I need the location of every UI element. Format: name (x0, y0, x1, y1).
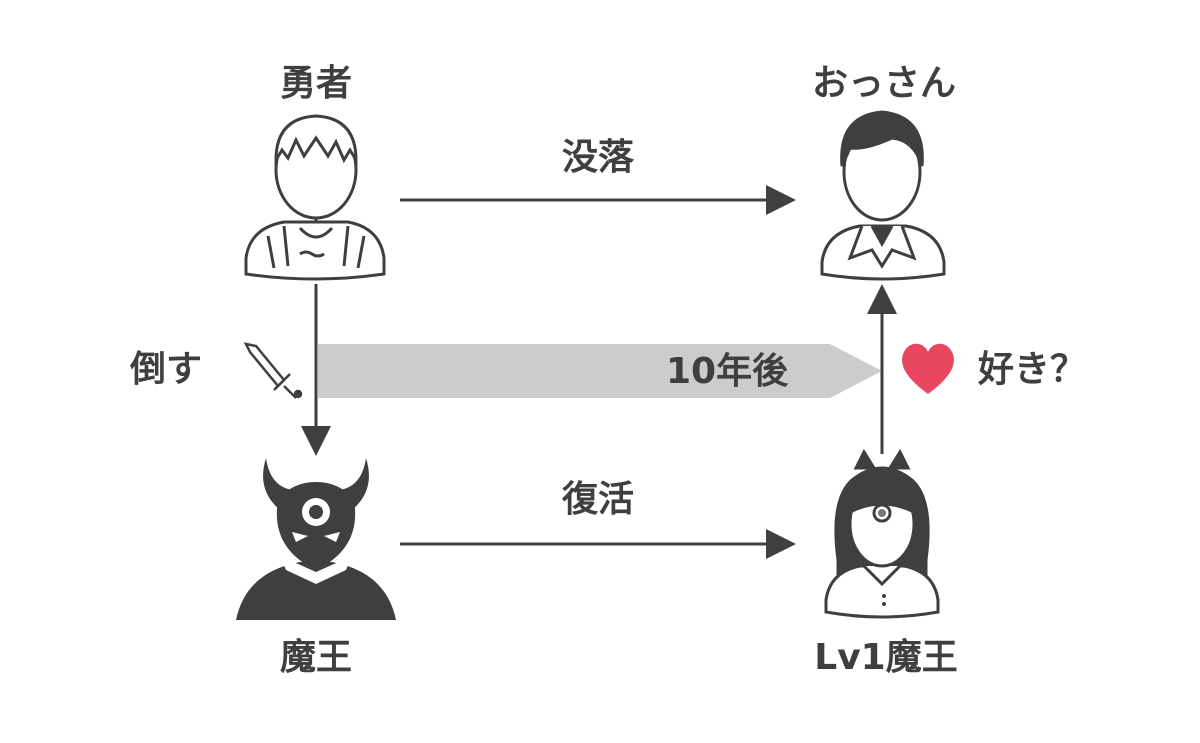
lv1-demon-king-label: Lv1魔王 (814, 637, 958, 678)
timeline-arrow-band (318, 344, 882, 398)
revive-label: 復活 (561, 479, 635, 520)
demon-king-label: 魔王 (279, 637, 353, 678)
hero-label: 勇者 (279, 63, 353, 104)
ossan-avatar-icon (820, 110, 946, 281)
lv1-demon-king-icon (824, 448, 940, 619)
love-label: 好き？ (978, 349, 1087, 390)
heart-icon (902, 343, 954, 394)
timeline-label: 10年後 (666, 351, 789, 392)
decline-label: 没落 (561, 137, 635, 178)
defeat-label: 倒す (130, 349, 203, 390)
hero-avatar-icon (244, 114, 386, 281)
sword-icon (243, 342, 303, 399)
ossan-label: おっさん (811, 63, 957, 104)
demon-king-icon (236, 458, 396, 620)
